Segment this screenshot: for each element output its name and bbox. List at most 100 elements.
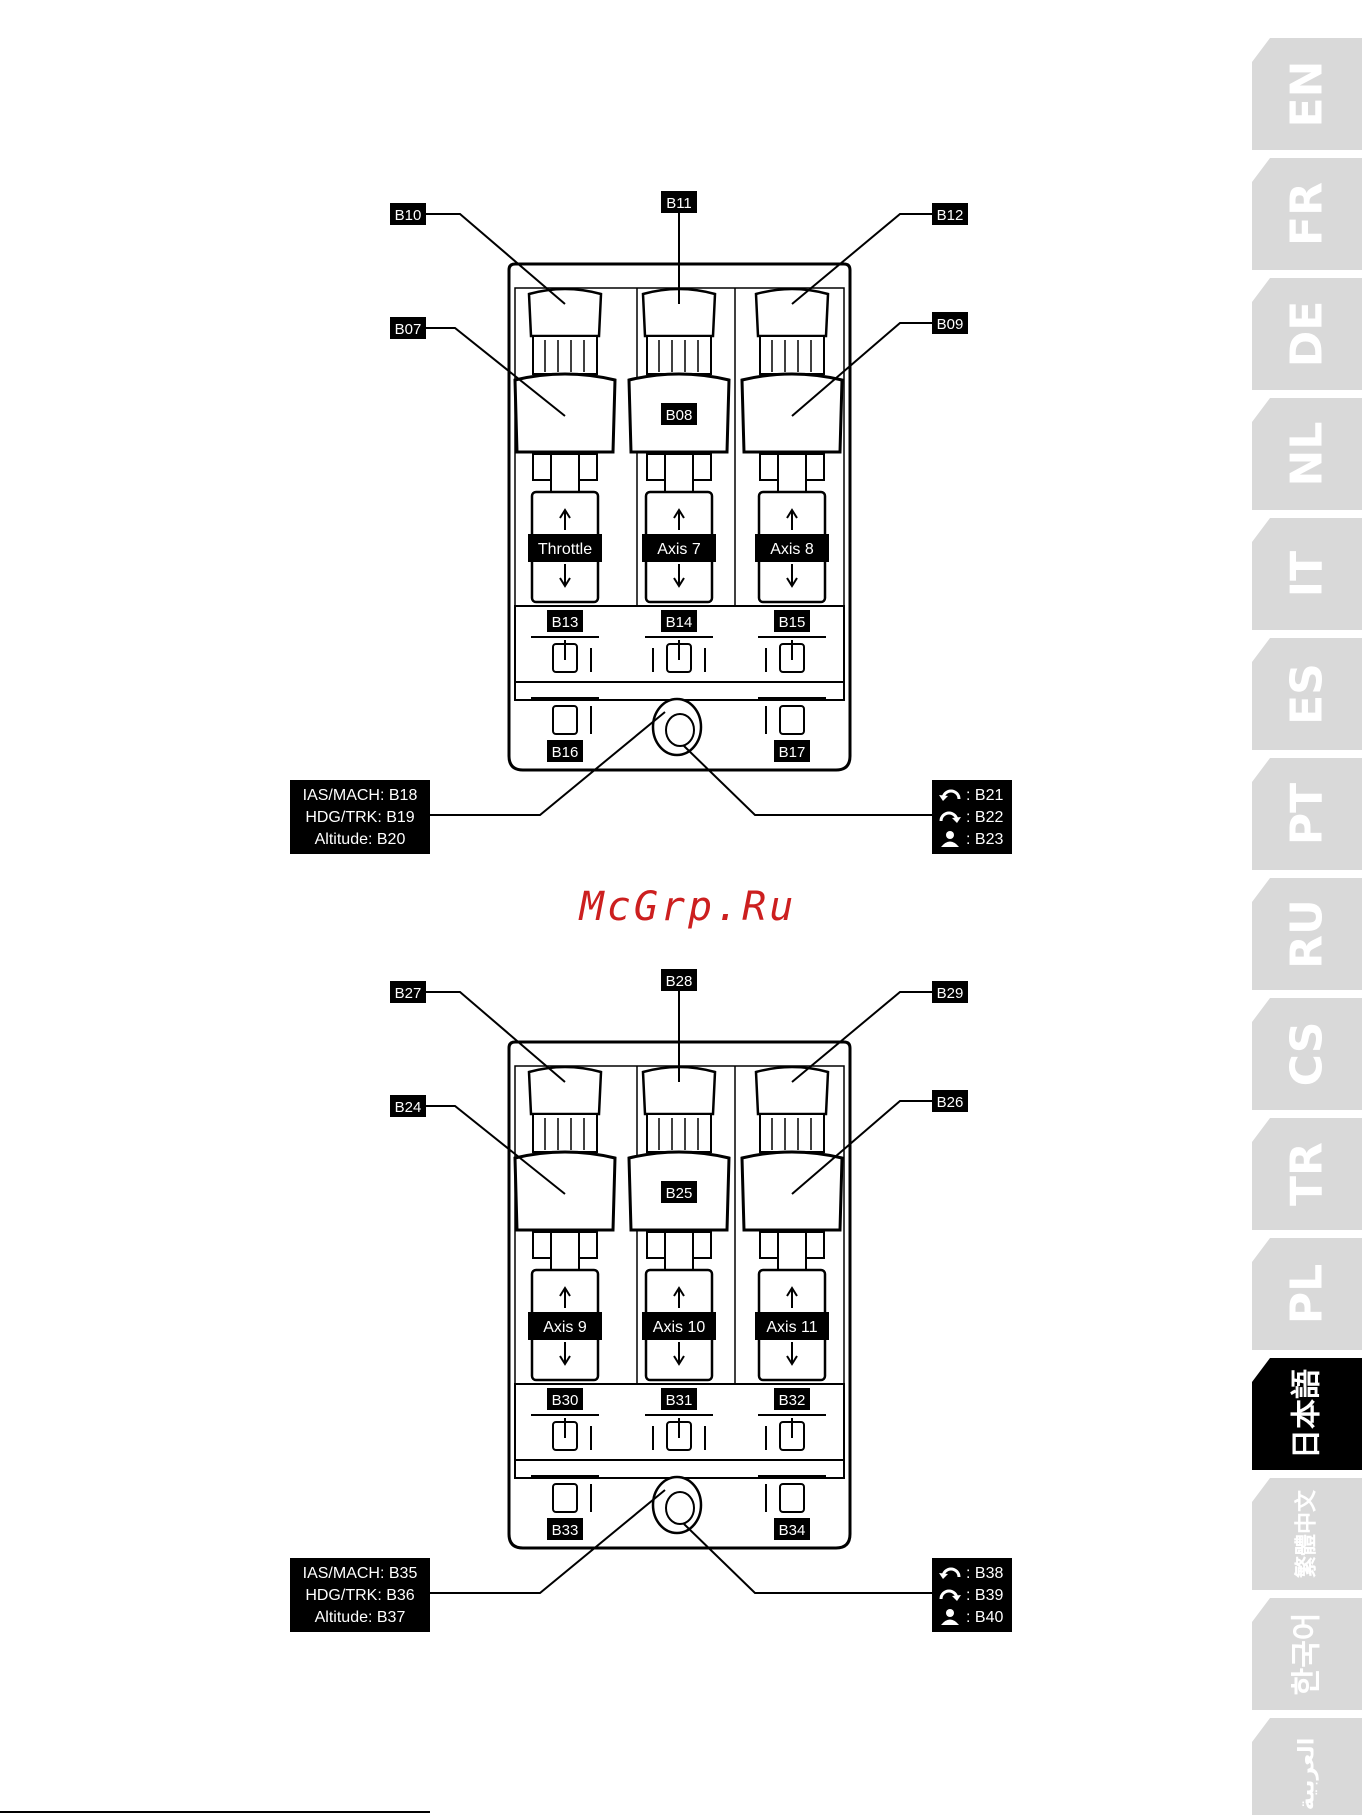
lever-top-button[interactable] xyxy=(754,1065,830,1116)
language-tab-4[interactable]: IT xyxy=(1252,518,1362,630)
top-center-label: B28 xyxy=(666,973,693,990)
tab-label: RU xyxy=(1282,899,1333,969)
leader-line xyxy=(430,1489,666,1594)
language-tab-12[interactable]: 繁體中文 xyxy=(1252,1478,1362,1590)
axis-label-bg xyxy=(528,1312,602,1340)
language-tab-10[interactable]: PL xyxy=(1252,1238,1362,1350)
lever-top-button[interactable] xyxy=(641,287,717,338)
top-left-label-bg xyxy=(390,203,426,225)
lever-neck xyxy=(759,335,825,375)
tab-label: DE xyxy=(1282,301,1333,368)
bottom-button-right[interactable]: B34 xyxy=(758,1475,826,1540)
rotate-right-icon xyxy=(952,817,961,823)
lever-top-button[interactable] xyxy=(527,1065,603,1116)
tab-shape xyxy=(1252,398,1362,510)
toggle-label: B32 xyxy=(779,1392,806,1409)
lever-2[interactable]: Axis 10 xyxy=(627,1065,731,1382)
lever-1[interactable]: Axis 9 xyxy=(513,1065,617,1382)
toggle-switch-3[interactable]: B32 xyxy=(758,1388,826,1451)
arrow-up-icon xyxy=(673,1286,685,1297)
arrow-up-icon xyxy=(559,1286,571,1297)
lever-2[interactable]: Axis 7 xyxy=(627,287,731,604)
lever-3[interactable]: Axis 11 xyxy=(740,1065,844,1382)
language-tab-9[interactable]: TR xyxy=(1252,1118,1362,1230)
leader-line xyxy=(426,327,566,417)
top-center-label-bg xyxy=(661,191,697,213)
bottom-button-left[interactable]: B33 xyxy=(531,1475,599,1540)
rotary-knob[interactable] xyxy=(651,1475,703,1535)
arrow-up-icon xyxy=(559,508,571,519)
language-tab-11[interactable]: 日本語 xyxy=(1252,1358,1362,1470)
bottom-button-left[interactable]: B16 xyxy=(531,697,599,762)
language-tab-5[interactable]: ES xyxy=(1252,638,1362,750)
push-icon xyxy=(941,1619,959,1625)
grip-right-label: B26 xyxy=(937,1094,964,1111)
language-tab-3[interactable]: NL xyxy=(1252,398,1362,510)
lever-top-button[interactable] xyxy=(754,287,830,338)
bottom-button-label: B17 xyxy=(779,744,806,761)
toggle-switch-2[interactable]: B31 xyxy=(645,1388,713,1451)
top-left-label: B10 xyxy=(395,207,422,224)
lever-shaft xyxy=(777,1231,807,1271)
rotary-knob[interactable] xyxy=(651,697,703,757)
arrow-down-icon xyxy=(559,577,571,588)
tab-shape xyxy=(1252,1118,1362,1230)
knob-right-callout: : B38: B39: B40 xyxy=(932,1558,1012,1632)
knob-inner xyxy=(665,1491,695,1525)
knob-inner xyxy=(665,713,695,747)
lever-grip[interactable] xyxy=(513,1150,617,1232)
lever-neck xyxy=(759,1113,825,1153)
axis-label: Axis 9 xyxy=(543,1319,587,1336)
knob-right-line: : B39 xyxy=(966,1587,1003,1604)
lever-top-button[interactable] xyxy=(641,1065,717,1116)
bottom-button-label-bg xyxy=(774,740,810,762)
grip-center-label: B25 xyxy=(666,1185,693,1202)
language-tab-2[interactable]: DE xyxy=(1252,278,1362,390)
lever-grip[interactable] xyxy=(513,372,617,454)
tab-label: 繁體中文 xyxy=(1294,1489,1320,1578)
leader-line xyxy=(426,991,566,1083)
push-icon xyxy=(946,1609,954,1617)
toggle-switch-1[interactable]: B13 xyxy=(531,610,599,673)
toggle-switch-3[interactable]: B15 xyxy=(758,610,826,673)
lever-1[interactable]: Throttle xyxy=(513,287,617,604)
knob-left-line: Altitude: B20 xyxy=(315,831,406,848)
language-tab-7[interactable]: RU xyxy=(1252,878,1362,990)
callout-bg xyxy=(290,1558,430,1632)
lever-neck xyxy=(532,335,598,375)
language-tab-0[interactable]: EN xyxy=(1252,38,1362,150)
tab-shape xyxy=(1252,278,1362,390)
tab-label: PT xyxy=(1282,783,1333,845)
language-tab-14[interactable]: العربية xyxy=(1252,1718,1362,1815)
bottom-button-right[interactable]: B17 xyxy=(758,697,826,762)
tab-shape xyxy=(1252,998,1362,1110)
toggle-label: B13 xyxy=(552,614,579,631)
rotate-right-icon xyxy=(952,1595,961,1601)
knob-right-callout: : B21: B22: B23 xyxy=(932,780,1012,854)
top-left-label: B27 xyxy=(395,985,422,1002)
button-body xyxy=(552,1483,578,1513)
bottom-button-label-bg xyxy=(547,1518,583,1540)
toggle-switch-2[interactable]: B14 xyxy=(645,610,713,673)
tab-label: EN xyxy=(1282,61,1333,128)
lever-3[interactable]: Axis 8 xyxy=(740,287,844,604)
language-tab-13[interactable]: 한국어 xyxy=(1252,1598,1362,1710)
grip-center-label: B08 xyxy=(666,407,693,424)
rotate-left-icon xyxy=(939,1573,948,1579)
lever-top-button[interactable] xyxy=(527,287,603,338)
lever-shaft xyxy=(550,1231,580,1271)
toggle-switch-1[interactable]: B30 xyxy=(531,1388,599,1451)
top-center-label: B11 xyxy=(666,195,692,212)
language-tab-8[interactable]: CS xyxy=(1252,998,1362,1110)
language-tab-1[interactable]: FR xyxy=(1252,158,1362,270)
bottom-button-label-bg xyxy=(547,740,583,762)
top-center-label-bg xyxy=(661,969,697,991)
lever-shaft xyxy=(777,453,807,493)
leader-line xyxy=(791,1100,932,1195)
language-tab-6[interactable]: PT xyxy=(1252,758,1362,870)
grip-left-label: B07 xyxy=(395,321,422,338)
arrow-down-icon xyxy=(786,577,798,588)
leader-line xyxy=(791,991,932,1083)
toggle-label-bg xyxy=(661,610,697,632)
